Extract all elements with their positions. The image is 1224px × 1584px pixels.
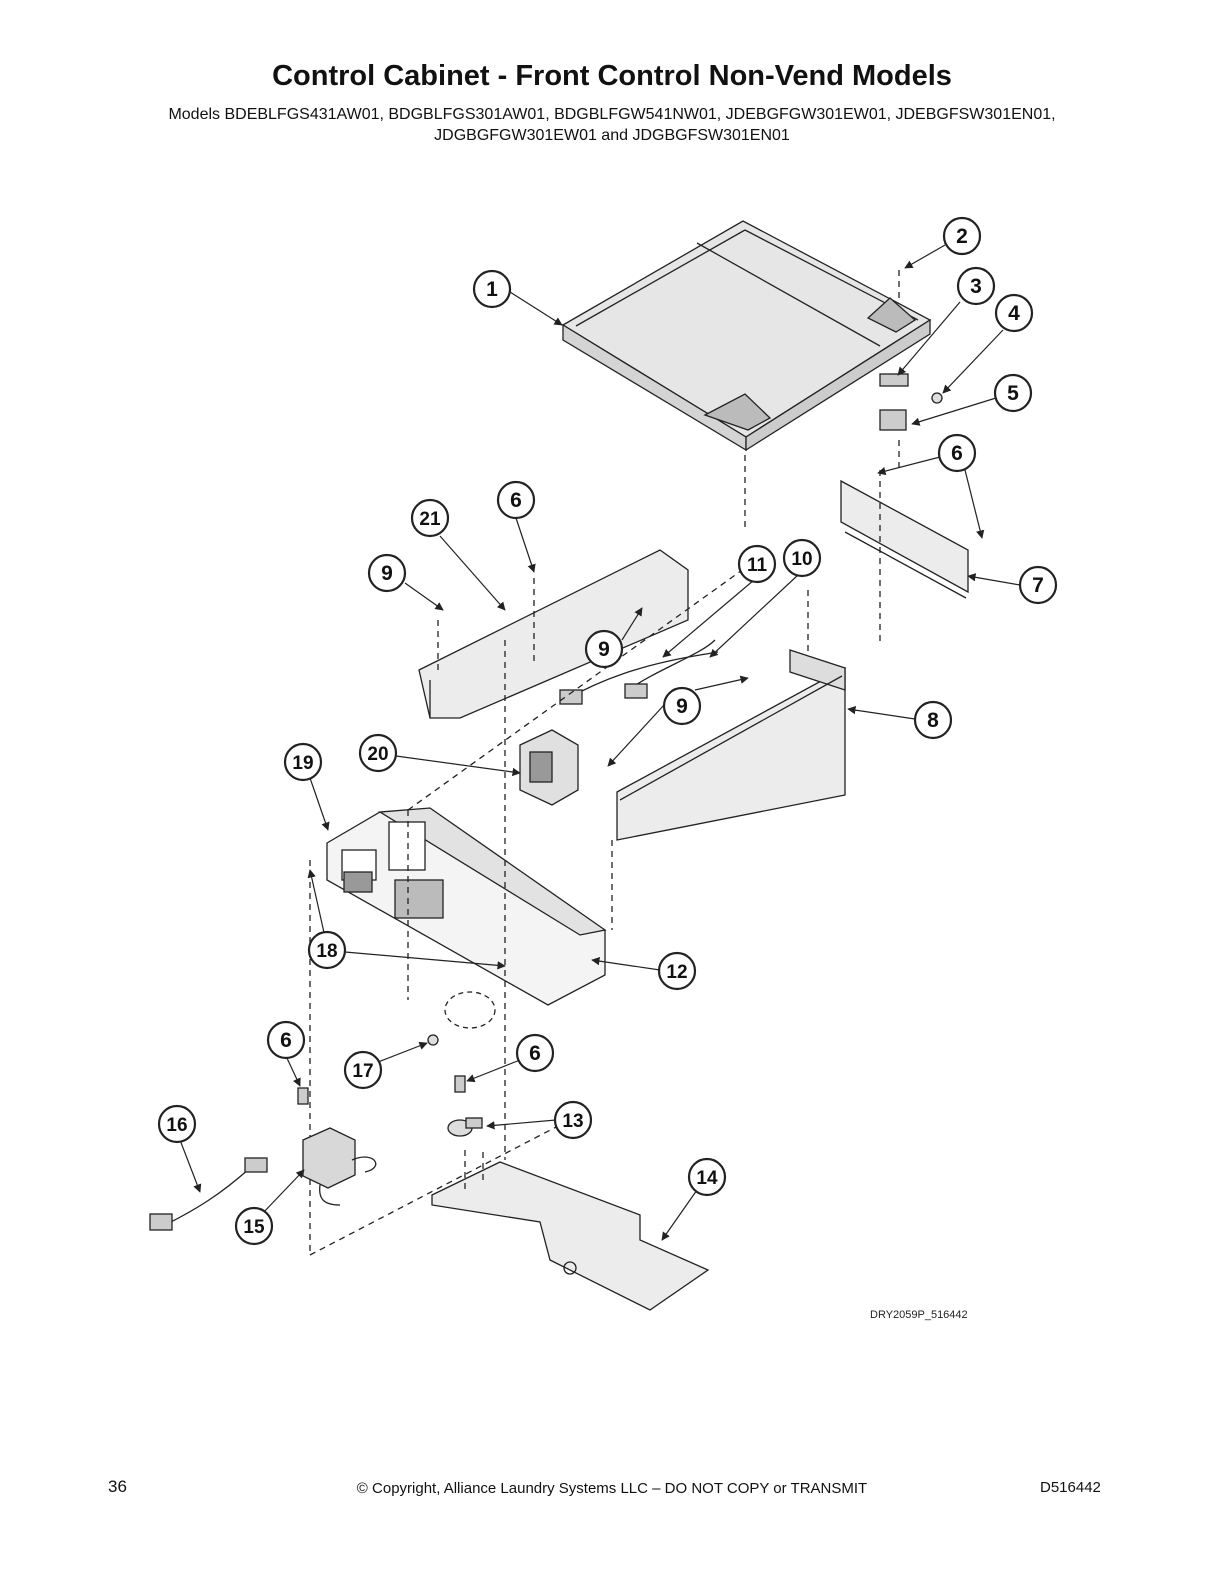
callout-18: 18 <box>307 930 347 970</box>
callout-3: 3 <box>956 266 996 306</box>
callout-11: 11 <box>737 544 777 584</box>
svg-text:9: 9 <box>676 695 688 718</box>
callout-8: 8 <box>913 700 953 740</box>
svg-text:19: 19 <box>292 753 313 774</box>
svg-text:6: 6 <box>951 442 963 465</box>
callout-6: 6 <box>496 480 536 520</box>
callout-9: 9 <box>662 686 702 726</box>
svg-text:8: 8 <box>927 709 939 732</box>
svg-text:2: 2 <box>956 225 968 248</box>
svg-text:9: 9 <box>598 638 610 661</box>
callout-17: 17 <box>343 1050 383 1090</box>
svg-text:7: 7 <box>1032 574 1044 597</box>
callout-14: 14 <box>687 1157 727 1197</box>
callout-7: 7 <box>1018 565 1058 605</box>
svg-text:6: 6 <box>529 1042 541 1065</box>
svg-text:17: 17 <box>352 1061 373 1082</box>
svg-text:14: 14 <box>696 1168 718 1189</box>
svg-text:16: 16 <box>166 1115 187 1136</box>
svg-text:6: 6 <box>510 489 522 512</box>
model-list: Models BDEBLFGS431AW01, BDGBLFGS301AW01,… <box>100 104 1124 146</box>
power-harness-part <box>149 1124 561 1256</box>
lower-hardware-parts <box>297 991 496 1137</box>
svg-text:6: 6 <box>280 1029 292 1052</box>
control-board-part <box>519 729 579 806</box>
model-list-line-2: JDGBGFGW301EW01 and JDGBGFSW301EN01 <box>434 127 790 144</box>
left-bracket-part <box>418 549 689 719</box>
hardware-parts <box>879 270 943 470</box>
right-bracket-part <box>840 470 969 645</box>
copyright-notice: © Copyright, Alliance Laundry Systems LL… <box>356 1480 868 1497</box>
svg-text:13: 13 <box>562 1111 583 1132</box>
rear-channel-part <box>616 590 846 841</box>
svg-text:3: 3 <box>970 275 982 298</box>
svg-text:18: 18 <box>316 941 337 962</box>
callout-9: 9 <box>584 629 624 669</box>
transformer-part <box>302 1127 377 1206</box>
drawing-id: DRY2059P_516442 <box>870 1309 968 1321</box>
callout-13: 13 <box>553 1100 593 1140</box>
callout-5: 5 <box>993 373 1033 413</box>
callout-21: 21 <box>410 498 450 538</box>
callout-1: 1 <box>472 269 512 309</box>
callout-16: 16 <box>157 1104 197 1144</box>
svg-text:11: 11 <box>747 555 768 576</box>
page-number: 36 <box>108 1477 127 1496</box>
top-panel-part <box>561 220 932 452</box>
svg-text:20: 20 <box>367 744 388 765</box>
svg-text:9: 9 <box>381 562 393 585</box>
callout-10: 10 <box>782 538 822 578</box>
callout-2: 2 <box>942 216 982 256</box>
svg-text:10: 10 <box>791 549 812 570</box>
callout-6: 6 <box>515 1033 555 1073</box>
callout-6: 6 <box>266 1020 306 1060</box>
wire-harness-part <box>559 639 719 705</box>
control-panel-part <box>309 455 746 1255</box>
callout-12: 12 <box>657 951 697 991</box>
svg-text:1: 1 <box>486 278 498 301</box>
callout-20: 20 <box>358 733 398 773</box>
callout-15: 15 <box>234 1206 274 1246</box>
callout-19: 19 <box>283 742 323 782</box>
page-title: Control Cabinet - Front Control Non-Vend… <box>272 60 952 92</box>
svg-text:21: 21 <box>419 509 441 530</box>
svg-text:12: 12 <box>666 962 687 983</box>
base-plate-part <box>431 1150 710 1311</box>
model-list-line-1: Models BDEBLFGS431AW01, BDGBLFGS301AW01,… <box>168 106 1056 123</box>
callout-9: 9 <box>367 553 407 593</box>
document-number: D516442 <box>1040 1479 1101 1496</box>
svg-text:4: 4 <box>1008 302 1020 325</box>
callout-6: 6 <box>937 433 977 473</box>
svg-text:15: 15 <box>243 1217 265 1238</box>
callout-4: 4 <box>994 293 1034 333</box>
svg-text:5: 5 <box>1007 382 1019 405</box>
